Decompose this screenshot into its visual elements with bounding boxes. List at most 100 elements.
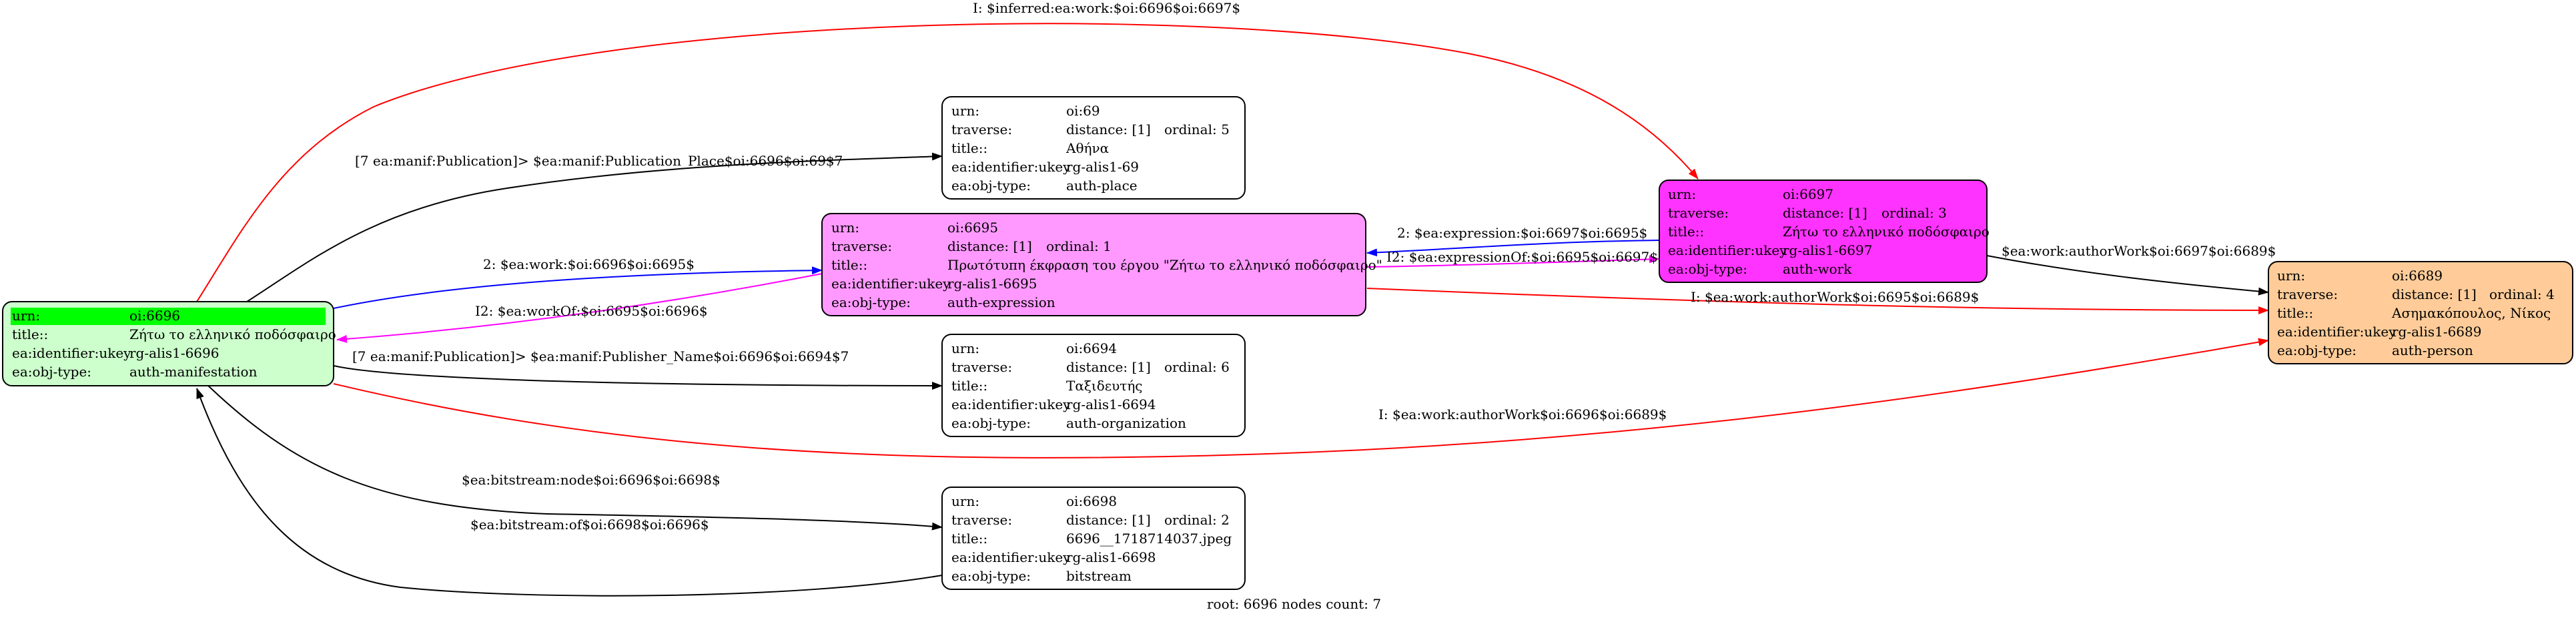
node-field-value: rg-alis1-6694 bbox=[1066, 396, 1156, 412]
node-field-key: urn: bbox=[951, 340, 979, 356]
node-field-key: title:: bbox=[951, 378, 987, 394]
edge-label-expression-of: I2: $ea:expressionOf:$oi:6695$oi:6697$ bbox=[1386, 249, 1658, 265]
edge-bitstream-of bbox=[196, 388, 943, 597]
node-box[interactable] bbox=[821, 213, 1366, 316]
node-field-value: oi:6696 bbox=[129, 308, 180, 324]
node-field-key: ea:identifier:ukey bbox=[12, 345, 131, 361]
graph-footer: root: 6696 nodes count: 7 bbox=[1207, 596, 1381, 612]
node-field-value: auth-person bbox=[2392, 342, 2473, 358]
node-6698[interactable]: urn: oi:6698 traverse: distance: [1] ordinal… bbox=[941, 487, 1246, 590]
edge-label-expression: 2: $ea:expression:$oi:6697$oi:6695$ bbox=[1397, 225, 1647, 241]
node-field-value: rg-alis1-6689 bbox=[2392, 324, 2481, 340]
edge-label-work: 2: $ea:work:$oi:6696$oi:6695$ bbox=[483, 256, 695, 272]
node-field-value: distance: [1] bbox=[1066, 512, 1151, 528]
node-field-key: ea:identifier:ukey bbox=[951, 159, 1071, 175]
node-box[interactable] bbox=[941, 334, 1246, 437]
node-field-value: oi:6689 bbox=[2392, 268, 2443, 284]
node-6694[interactable]: urn: oi:6694 traverse: distance: [1] ordinal… bbox=[941, 334, 1246, 437]
node-field-key: urn: bbox=[951, 493, 979, 509]
node-field-value: rg-alis1-69 bbox=[1066, 159, 1139, 175]
node-field-value: Ασημακόπουλος, Νίκος bbox=[2391, 305, 2551, 321]
node-field-key: ea:obj-type: bbox=[951, 568, 1031, 584]
node-field-key: ea:obj-type: bbox=[2277, 342, 2356, 358]
node-field-value: distance: [1] bbox=[2392, 286, 2477, 302]
node-69[interactable]: urn: oi:69 traverse: distance: [1] ordinal: … bbox=[941, 96, 1246, 200]
node-field-key: title:: bbox=[831, 257, 867, 273]
node-field-key: ea:identifier:ukey bbox=[951, 549, 1071, 565]
node-field-value: rg-alis1-6697 bbox=[1783, 242, 1872, 258]
node-field-value: Αθήνα bbox=[1065, 140, 1109, 156]
node-field-value: oi:6698 bbox=[1066, 493, 1117, 509]
node-field-key: traverse: bbox=[951, 121, 1012, 137]
node-field-value: auth-work bbox=[1783, 261, 1852, 277]
node-field-key: title:: bbox=[1668, 224, 1704, 240]
node-field-value: Ζήτω το ελληνικό ποδόσφαιρο bbox=[129, 326, 336, 342]
edges: I: $inferred:ea:work:$oi:6696$oi:6697$ [… bbox=[196, 0, 2276, 597]
node-field-value: distance: [1] bbox=[1783, 205, 1867, 221]
edge-inferred-work bbox=[196, 23, 1699, 302]
node-field-ordinal: ordinal: 6 bbox=[1164, 359, 1230, 375]
node-field-key: ea:obj-type: bbox=[12, 364, 91, 380]
node-field-key: ea:identifier:ukey bbox=[1668, 242, 1787, 258]
node-field-ordinal: ordinal: 4 bbox=[2489, 286, 2555, 302]
root-highlight bbox=[11, 308, 326, 325]
node-field-ordinal: ordinal: 5 bbox=[1164, 121, 1230, 137]
node-box[interactable] bbox=[2268, 261, 2573, 364]
node-field-ordinal: ordinal: 3 bbox=[1881, 205, 1947, 221]
edge-label-bitstream-of: $ea:bitstream:of$oi:6698$oi:6696$ bbox=[470, 517, 709, 533]
node-field-key: urn: bbox=[12, 308, 40, 324]
node-field-value: distance: [1] bbox=[1066, 121, 1151, 137]
node-field-value: rg-alis1-6696 bbox=[129, 345, 219, 361]
node-field-value: oi:6694 bbox=[1066, 340, 1117, 356]
node-field-value: Ζήτω το ελληνικό ποδόσφαιρο bbox=[1783, 224, 1990, 240]
edge-label-author-work-6696: I: $ea:work:authorWork$oi:6696$oi:6689$ bbox=[1378, 406, 1667, 422]
node-field-value: oi:6695 bbox=[947, 220, 998, 236]
node-field-key: ea:identifier:ukey bbox=[951, 396, 1071, 412]
node-field-key: traverse: bbox=[2277, 286, 2338, 302]
node-field-value: rg-alis1-6698 bbox=[1066, 549, 1156, 565]
node-field-key: urn: bbox=[1668, 186, 1696, 202]
node-field-key: urn: bbox=[951, 103, 979, 119]
node-field-value: auth-expression bbox=[947, 294, 1055, 310]
node-box[interactable] bbox=[941, 96, 1246, 200]
node-field-value: rg-alis1-6695 bbox=[947, 276, 1037, 292]
node-field-key: traverse: bbox=[1668, 205, 1729, 221]
node-field-key: ea:obj-type: bbox=[1668, 261, 1747, 277]
node-field-value: Ταξιδευτής bbox=[1066, 378, 1143, 394]
edge-label-bitstream-node: $ea:bitstream:node$oi:6696$oi:6698$ bbox=[462, 472, 721, 488]
edge-label-work-of: I2: $ea:workOf:$oi:6695$oi:6696$ bbox=[475, 303, 708, 319]
node-field-key: urn: bbox=[2277, 268, 2305, 284]
node-field-value: oi:69 bbox=[1066, 103, 1100, 119]
edge-work-of bbox=[336, 273, 823, 343]
edge-label-inferred-work: I: $inferred:ea:work:$oi:6696$oi:6697$ bbox=[973, 0, 1240, 16]
edge-label-publication-place: [7 ea:manif:Publication]> $ea:manif:Publ… bbox=[355, 153, 843, 169]
node-field-ordinal: ordinal: 2 bbox=[1164, 512, 1230, 528]
node-field-value: auth-manifestation bbox=[129, 364, 258, 380]
edge-label-author-work-6695: I: $ea:work:authorWork$oi:6695$oi:6689$ bbox=[1691, 289, 1979, 305]
node-box[interactable] bbox=[1659, 180, 1988, 283]
node-field-key: ea:identifier:ukey bbox=[831, 276, 951, 292]
edge-author-work-6697 bbox=[1986, 255, 2269, 296]
node-field-key: traverse: bbox=[951, 512, 1012, 528]
node-6689[interactable]: urn: oi:6689 traverse: distance: [1] ordinal… bbox=[2268, 261, 2573, 364]
node-field-value: bitstream bbox=[1066, 568, 1132, 584]
edge-label-author-work-6697: $ea:work:authorWork$oi:6697$oi:6689$ bbox=[2002, 243, 2276, 259]
edge-expression bbox=[1366, 240, 1660, 257]
node-field-value: auth-place bbox=[1066, 178, 1138, 194]
edge-bitstream-node bbox=[206, 384, 943, 531]
node-field-value: distance: [1] bbox=[1066, 359, 1151, 375]
edge-label-publisher: [7 ea:manif:Publication]> $ea:manif:Publ… bbox=[352, 348, 849, 364]
node-field-value: Πρωτότυπη έκφραση του έργου "Ζήτω το ελλ… bbox=[947, 257, 1382, 273]
edge-expression-of bbox=[1366, 255, 1660, 268]
edge-author-work-6696 bbox=[333, 338, 2269, 458]
node-field-key: traverse: bbox=[951, 359, 1012, 375]
node-field-value: 6696__1718714037.jpeg bbox=[1066, 531, 1232, 547]
node-field-key: ea:obj-type: bbox=[951, 178, 1031, 194]
node-field-key: title:: bbox=[12, 326, 48, 342]
node-box[interactable] bbox=[941, 487, 1246, 590]
